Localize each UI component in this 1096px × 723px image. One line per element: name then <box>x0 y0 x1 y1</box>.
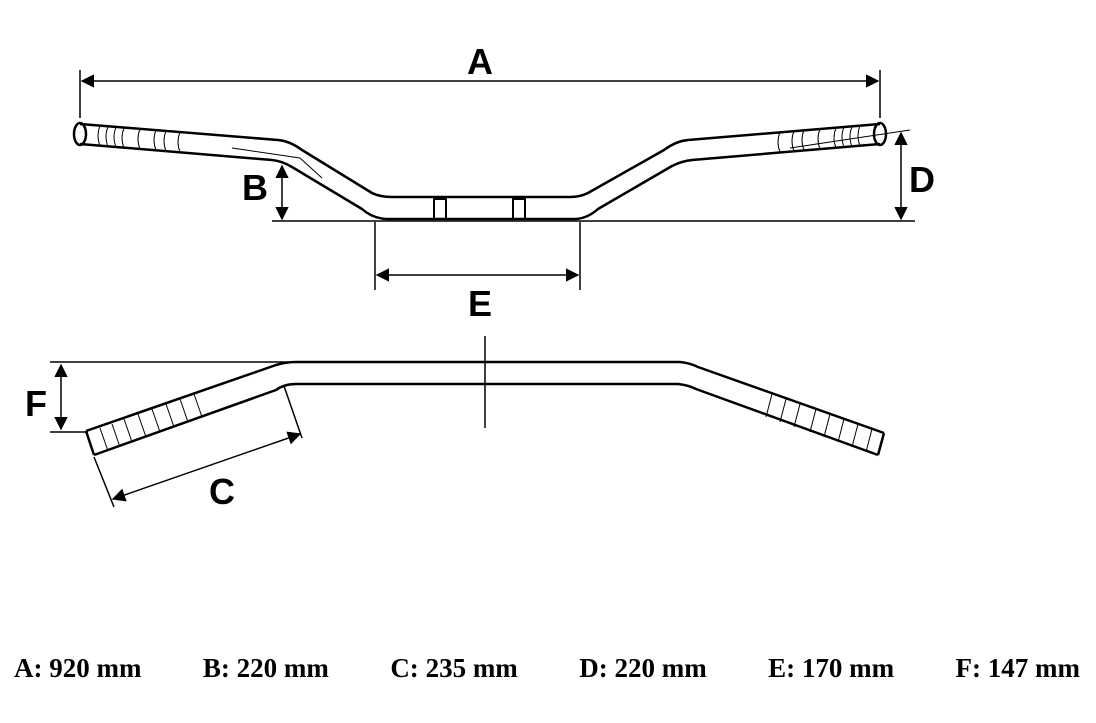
front-bar-lower-edge <box>79 142 881 221</box>
measurement-label: D: <box>579 652 608 683</box>
front-shading-line <box>789 129 911 149</box>
front-view <box>72 121 911 221</box>
top-right-knurling <box>765 393 873 453</box>
measurement-d: D: 220 mm <box>579 653 706 684</box>
measurement-f: F: 147 mm <box>956 653 1080 684</box>
front-shading-line <box>231 147 323 179</box>
top-dimensions <box>50 361 303 508</box>
front-left-knurling <box>97 125 181 153</box>
top-left-end <box>84 430 96 456</box>
front-right-knurling <box>777 125 861 153</box>
measurement-value: 220 mm <box>236 652 329 683</box>
c-extension-left <box>93 456 115 508</box>
measurement-label: C: <box>390 652 419 683</box>
measurement-value: 170 mm <box>801 652 895 683</box>
top-bar-upper-edge <box>85 360 885 435</box>
measurement-label: F: <box>955 652 982 683</box>
top-view <box>84 336 886 457</box>
measurement-e: E: 170 mm <box>768 653 894 684</box>
c-extension-right <box>283 385 303 439</box>
measurement-value: 220 mm <box>614 652 707 683</box>
dimension-label-d: D <box>909 159 935 200</box>
measurement-value: 920 mm <box>49 652 142 683</box>
front-right-clamp-mark <box>512 198 526 220</box>
measurement-label: E: <box>768 652 796 683</box>
c-dimension-line <box>111 431 302 502</box>
top-bar-lower-edge <box>93 382 879 457</box>
measurement-a: A: 920 mm <box>14 653 141 684</box>
top-right-end <box>876 432 886 456</box>
dimension-label-b: B <box>242 167 268 208</box>
front-left-end-cap <box>72 121 88 147</box>
measurement-value: 147 mm <box>987 652 1080 683</box>
measurements-legend: A: 920 mm B: 220 mm C: 235 mm D: 220 mm … <box>0 646 1096 690</box>
dimension-label-e: E <box>468 283 492 324</box>
measurement-label: A: <box>14 652 43 683</box>
front-left-clamp-mark <box>433 198 447 220</box>
dimension-label-f: F <box>25 383 47 424</box>
measurement-b: B: 220 mm <box>203 653 329 684</box>
front-dimensions <box>79 70 915 290</box>
dimension-label-c: C <box>209 471 235 512</box>
measurement-value: 235 mm <box>425 652 518 683</box>
front-bar-upper-edge <box>79 122 881 199</box>
measurement-label: B: <box>202 652 230 683</box>
dimension-label-a: A <box>467 41 493 82</box>
measurement-c: C: 235 mm <box>390 653 517 684</box>
